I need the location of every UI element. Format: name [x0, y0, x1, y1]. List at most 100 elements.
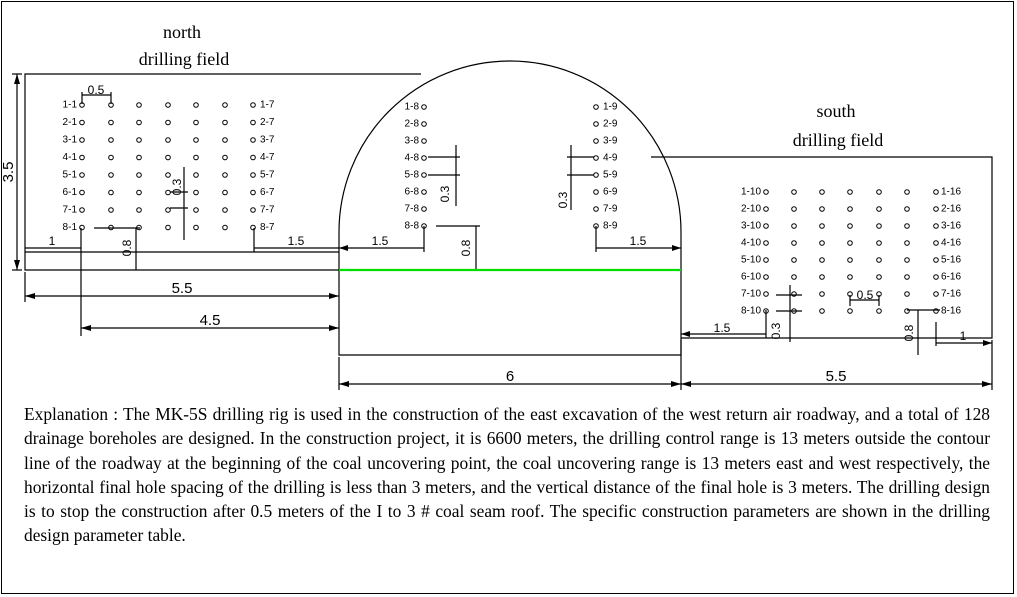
- borehole-label: 6-8: [405, 187, 420, 198]
- borehole-marker: [193, 224, 199, 231]
- borehole-label: 7-10: [741, 289, 761, 300]
- borehole-label: 1-9: [603, 102, 618, 113]
- borehole-marker: [593, 104, 599, 110]
- borehole-label: 5-8: [405, 170, 420, 181]
- borehole-marker: [904, 274, 910, 280]
- borehole-marker: [250, 102, 256, 108]
- borehole-marker: [250, 154, 256, 161]
- borehole-marker: [933, 206, 939, 212]
- borehole-marker: [847, 223, 853, 229]
- borehole-marker: [819, 274, 825, 280]
- borehole-marker: [791, 308, 797, 314]
- borehole-label: 5-9: [603, 170, 618, 181]
- borehole-marker: [763, 257, 769, 263]
- borehole-marker: [108, 154, 114, 161]
- borehole-marker: [108, 207, 114, 213]
- borehole-marker: [847, 308, 853, 314]
- borehole-marker: [876, 240, 882, 246]
- dim-arch-left-offset: 1.5: [372, 234, 389, 248]
- borehole-marker: [136, 154, 142, 161]
- borehole-label: 2-10: [741, 204, 761, 215]
- borehole-marker: [593, 223, 599, 229]
- dim-south-spacing: 0.5: [857, 288, 874, 302]
- borehole-marker: [136, 224, 142, 231]
- borehole-marker: [222, 224, 228, 231]
- dim-south-vspacing: 0.3: [769, 322, 783, 339]
- borehole-label: 7-1: [63, 205, 78, 216]
- borehole-marker: [421, 206, 427, 212]
- dim-bottom-offset-north: 0.8: [120, 239, 134, 256]
- borehole-marker: [79, 137, 85, 143]
- borehole-label: 8-9: [603, 221, 618, 232]
- borehole-marker: [904, 291, 910, 297]
- borehole-label: 1-10: [741, 187, 761, 198]
- north-field-outline: [24, 73, 421, 271]
- borehole-label: 6-1: [63, 187, 78, 198]
- borehole-label: 4-16: [941, 238, 961, 249]
- dim-arch-bottom-offset: 0.8: [459, 239, 473, 256]
- explanation-text: Explanation : The MK-5S drilling rig is …: [24, 404, 990, 546]
- borehole-marker: [933, 274, 939, 280]
- borehole-marker: [193, 207, 199, 213]
- dim-span-north: 4.5: [200, 312, 221, 329]
- borehole-label: 3-16: [941, 221, 961, 232]
- borehole-label: 3-1: [63, 135, 78, 146]
- borehole-marker: [108, 172, 114, 178]
- borehole-label: 7-8: [405, 204, 420, 215]
- borehole-label: 8-16: [941, 306, 961, 317]
- borehole-marker: [847, 240, 853, 246]
- borehole-marker: [165, 154, 171, 161]
- borehole-label: 4-10: [741, 238, 761, 249]
- borehole-marker: [847, 291, 853, 297]
- borehole-label: 7-7: [260, 205, 275, 216]
- borehole-label: 1-7: [260, 100, 275, 111]
- borehole-marker: [193, 102, 199, 108]
- borehole-label: 2-16: [941, 204, 961, 215]
- borehole-marker: [136, 172, 142, 178]
- borehole-marker: [847, 206, 853, 212]
- borehole-marker: [222, 119, 228, 126]
- borehole-marker: [222, 207, 228, 213]
- borehole-marker: [250, 189, 256, 196]
- borehole-marker: [165, 172, 171, 178]
- borehole-marker: [847, 189, 853, 195]
- borehole-label: 7-16: [941, 289, 961, 300]
- borehole-marker: [876, 223, 882, 229]
- borehole-marker: [421, 155, 427, 161]
- borehole-marker: [763, 274, 769, 280]
- borehole-marker: [222, 189, 228, 196]
- borehole-marker: [593, 172, 599, 178]
- borehole-label: 3-9: [603, 136, 618, 147]
- borehole-marker: [791, 223, 797, 229]
- dim-arch-vspacing-left: 0.3: [438, 185, 452, 202]
- borehole-marker: [222, 102, 228, 108]
- dim-south-left-offset: 1.5: [714, 321, 731, 335]
- borehole-marker: [421, 121, 427, 127]
- borehole-label: 2-1: [63, 117, 78, 128]
- borehole-label: 2-9: [603, 119, 618, 130]
- dim-vspacing-north: 0.3: [170, 178, 184, 195]
- borehole-label: 7-9: [603, 204, 618, 215]
- borehole-label: 4-1: [63, 152, 78, 163]
- borehole-marker: [933, 291, 939, 297]
- dim-south-bottom-offset: 0.8: [902, 324, 916, 341]
- south-field-title-line1: south: [816, 101, 855, 121]
- borehole-label: 1-1: [63, 100, 78, 111]
- borehole-marker: [250, 172, 256, 178]
- borehole-label: 8-7: [260, 222, 275, 233]
- borehole-label: 8-8: [405, 221, 420, 232]
- borehole-marker: [136, 137, 142, 143]
- borehole-marker: [165, 207, 171, 213]
- borehole-marker: [108, 102, 114, 108]
- borehole-marker: [250, 224, 256, 231]
- borehole-marker: [904, 189, 910, 195]
- borehole-marker: [847, 257, 853, 263]
- borehole-marker: [904, 257, 910, 263]
- borehole-marker: [819, 308, 825, 314]
- borehole-marker: [791, 189, 797, 195]
- borehole-label: 1-8: [405, 102, 420, 113]
- borehole-marker: [79, 224, 85, 231]
- borehole-marker: [876, 291, 882, 297]
- borehole-marker: [421, 189, 427, 195]
